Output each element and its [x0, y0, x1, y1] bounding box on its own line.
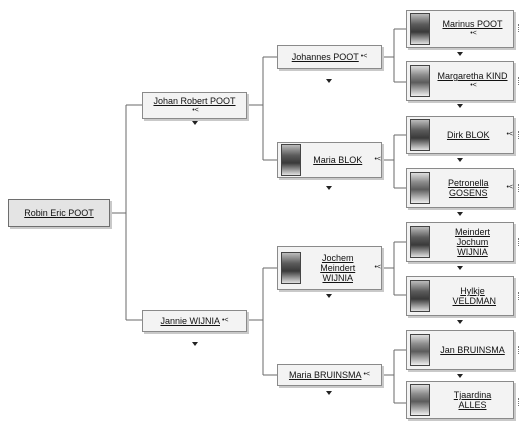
person-name[interactable]: Petronella GOSENS [447, 178, 489, 198]
continuation-mark [518, 131, 522, 139]
person-name[interactable]: Meindert Jochum WIJNIA [454, 227, 490, 257]
person-box-root[interactable]: Robin Eric POOT [8, 199, 110, 227]
continuation-mark [518, 77, 522, 85]
person-name[interactable]: Hylkje VELDMAN [452, 286, 497, 306]
continuation-mark [518, 346, 522, 354]
portrait-photo-icon [410, 172, 430, 204]
expand-triangle-icon[interactable] [457, 158, 463, 162]
expand-triangle-icon[interactable] [457, 104, 463, 108]
person-box-ggm-3[interactable]: Hylkje VELDMAN [406, 276, 514, 316]
expand-triangle-icon[interactable] [326, 391, 332, 395]
person-box-ggm-4[interactable]: Tjaardina ALLES [406, 381, 514, 419]
expand-triangle-icon[interactable] [192, 121, 198, 125]
person-name-mother[interactable]: Jannie WIJNIA [160, 316, 220, 326]
info-dot-icon[interactable]: •< [470, 82, 477, 89]
person-box-paternal-grandfather[interactable]: Johannes POOT •< [277, 45, 382, 69]
continuation-mark [518, 184, 522, 192]
expand-triangle-icon[interactable] [457, 320, 463, 324]
info-dot-icon[interactable]: •< [192, 106, 199, 114]
person-name[interactable]: Dirk BLOK [446, 130, 490, 140]
person-box-maternal-grandmother[interactable]: Maria BRUINSMA •< [277, 364, 382, 386]
person-box-ggm-1[interactable]: Margaretha KIND •< [406, 61, 514, 101]
info-dot-icon[interactable]: •< [470, 30, 477, 37]
portrait-photo-icon [281, 144, 301, 176]
continuation-mark [518, 24, 522, 32]
expand-triangle-icon[interactable] [457, 212, 463, 216]
portrait-photo-icon [410, 65, 430, 97]
info-dot-icon[interactable]: •< [374, 156, 381, 163]
continuation-mark [518, 292, 522, 300]
person-name[interactable]: Maria BLOK [313, 155, 363, 165]
continuation-mark [518, 398, 522, 406]
info-dot-icon[interactable]: •< [506, 184, 513, 191]
person-name[interactable]: Jochem Meindert WIJNIA [320, 253, 356, 283]
person-box-ggf-2[interactable]: Dirk BLOK •< [406, 116, 514, 154]
portrait-photo-icon [410, 280, 430, 312]
info-dot-icon[interactable]: •< [363, 371, 371, 378]
info-dot-icon[interactable]: •< [506, 131, 513, 138]
info-dot-icon[interactable]: •< [360, 53, 368, 60]
person-name-father[interactable]: Johan Robert POOT [153, 95, 236, 106]
portrait-photo-icon [410, 384, 430, 416]
person-box-ggf-3[interactable]: Meindert Jochum WIJNIA [406, 222, 514, 262]
person-box-ggf-1[interactable]: Marinus POOT •< [406, 10, 514, 48]
continuation-mark [518, 238, 522, 246]
info-dot-icon[interactable]: •< [374, 264, 381, 271]
person-name[interactable]: Jan BRUINSMA [440, 345, 505, 355]
person-box-ggm-2[interactable]: Petronella GOSENS •< [406, 168, 514, 208]
person-box-ggf-4[interactable]: Jan BRUINSMA [406, 330, 514, 370]
person-name-root[interactable]: Robin Eric POOT [24, 208, 94, 218]
portrait-photo-icon [410, 226, 430, 258]
expand-triangle-icon[interactable] [326, 186, 332, 190]
person-box-father[interactable]: Johan Robert POOT •< [142, 92, 247, 119]
info-dot-icon[interactable]: •< [221, 317, 229, 324]
portrait-photo-icon [410, 13, 430, 45]
expand-triangle-icon[interactable] [326, 79, 332, 83]
portrait-photo-icon [410, 119, 430, 151]
expand-triangle-icon[interactable] [457, 52, 463, 56]
person-name[interactable]: Tjaardina ALLES [453, 390, 492, 410]
portrait-photo-icon [410, 334, 430, 366]
portrait-photo-icon [281, 252, 301, 284]
person-name[interactable]: Margaretha KIND [437, 71, 508, 81]
expand-triangle-icon[interactable] [192, 342, 198, 346]
person-box-mother[interactable]: Jannie WIJNIA •< [142, 310, 247, 332]
expand-triangle-icon[interactable] [457, 266, 463, 270]
person-name[interactable]: Marinus POOT [442, 19, 503, 29]
person-box-paternal-grandmother[interactable]: Maria BLOK •< [277, 142, 382, 178]
person-name[interactable]: Maria BRUINSMA [288, 370, 362, 380]
person-name[interactable]: Johannes POOT [291, 52, 359, 62]
person-box-maternal-grandfather[interactable]: Jochem Meindert WIJNIA •< [277, 246, 382, 290]
expand-triangle-icon[interactable] [457, 374, 463, 378]
expand-triangle-icon[interactable] [326, 294, 332, 298]
